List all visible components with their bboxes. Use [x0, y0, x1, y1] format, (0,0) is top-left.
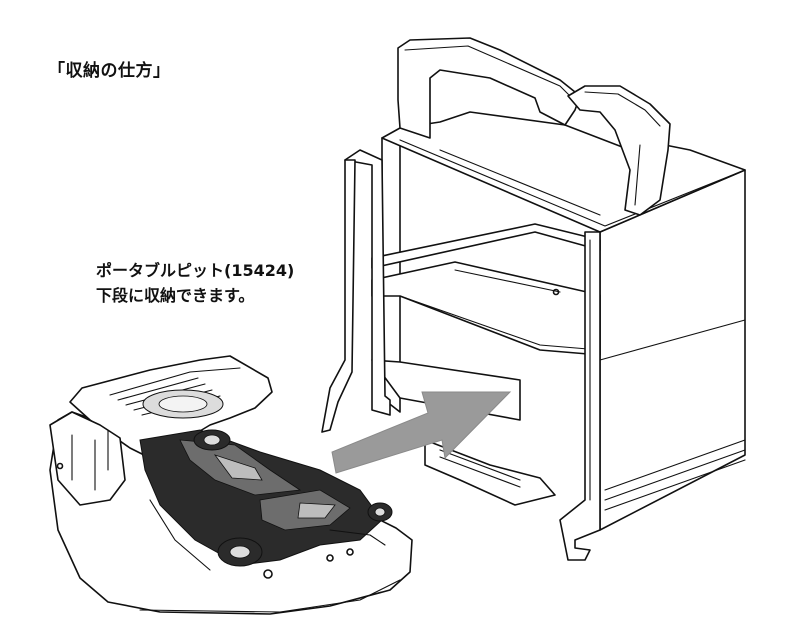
- caption-line-1: ポータブルピット(15424): [96, 261, 295, 280]
- portable-pit-illustration: [49, 355, 413, 615]
- insert-arrow: [331, 391, 512, 474]
- caption-text: ポータブルピット(15424) 下段に収納できます。: [96, 258, 294, 308]
- storage-box-illustration: [321, 37, 746, 561]
- diagram-title: 「収納の仕方」: [48, 61, 171, 81]
- caption-line-2: 下段に収納できます。: [96, 286, 255, 305]
